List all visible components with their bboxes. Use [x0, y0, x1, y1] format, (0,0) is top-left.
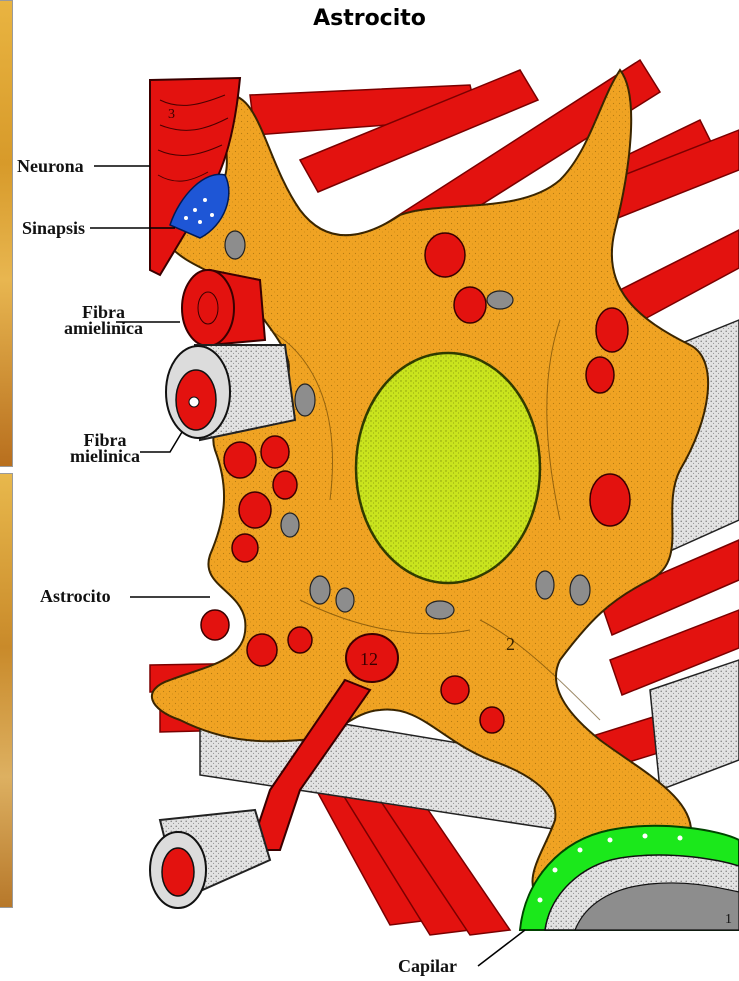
- label-fibra-mielinica-line2: mielinica: [70, 448, 140, 464]
- label-astrocito: Astrocito: [40, 588, 111, 604]
- label-fibra-mielinica: Fibra mielinica: [70, 432, 140, 464]
- nucleus-chromatin: [356, 353, 540, 583]
- process-number: 2: [506, 634, 515, 654]
- label-fibra-amielinica-line2: amielinica: [64, 320, 143, 336]
- capillary-number: 1: [725, 912, 732, 927]
- label-sinapsis: Sinapsis: [22, 220, 85, 236]
- cut-myelinated-fiber-lower: [150, 810, 270, 908]
- label-fibra-amielinica: Fibra amielinica: [64, 304, 143, 336]
- label-capilar: Capilar: [398, 958, 457, 974]
- unmyelinated-fiber: [182, 270, 265, 346]
- label-neurona: Neurona: [17, 158, 84, 174]
- fiber-number: 12: [360, 649, 378, 669]
- neuron-number: 3: [168, 107, 175, 122]
